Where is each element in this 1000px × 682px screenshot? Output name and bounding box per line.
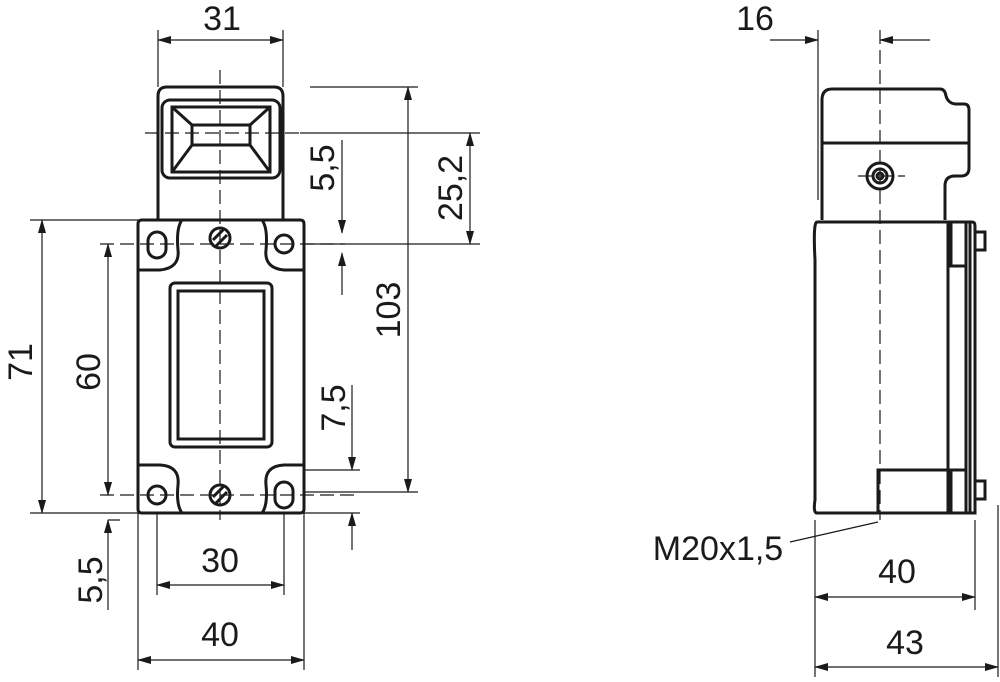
dim-71: 71 bbox=[2, 343, 40, 381]
dim-25-2: 25,2 bbox=[432, 155, 470, 221]
side-view: 16 40 43 M20x1,5 bbox=[653, 0, 999, 677]
dim-7-5: 7,5 bbox=[315, 384, 353, 431]
thread-label: M20x1,5 bbox=[653, 530, 783, 568]
dim-40-front: 40 bbox=[201, 616, 239, 654]
dim-5-5-bottom: 5,5 bbox=[72, 556, 110, 603]
dim-43: 43 bbox=[886, 624, 924, 662]
dim-31: 31 bbox=[203, 0, 241, 38]
dim-16: 16 bbox=[736, 0, 774, 38]
dim-60: 60 bbox=[70, 353, 108, 391]
dim-103: 103 bbox=[370, 282, 408, 339]
dim-5-5-top: 5,5 bbox=[304, 144, 342, 191]
front-view: 31 5,5 25,2 103 71 60 7,5 5,5 30 40 bbox=[2, 0, 480, 670]
dim-30: 30 bbox=[201, 542, 239, 580]
dim-40-side: 40 bbox=[878, 553, 916, 591]
